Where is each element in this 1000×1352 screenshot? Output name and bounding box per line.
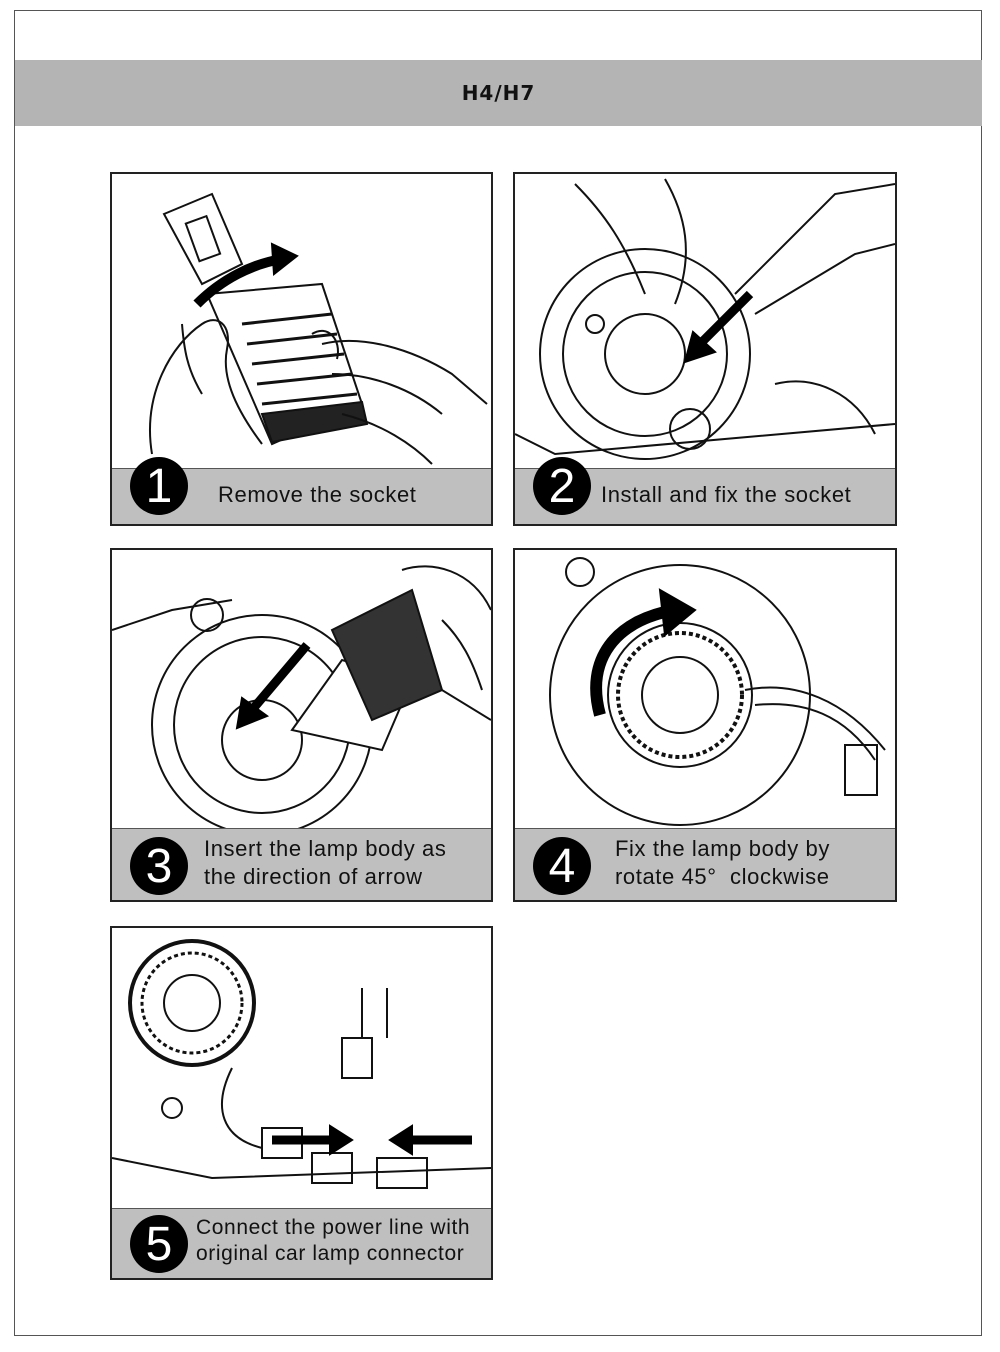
connect-power-illustration bbox=[112, 939, 491, 1189]
step-1-caption-bar: 1 Remove the socket bbox=[112, 457, 491, 524]
step-3-panel: 3 Insert the lamp body as the direction … bbox=[110, 548, 493, 902]
remove-socket-illustration bbox=[149, 192, 488, 465]
install-socket-illustration bbox=[515, 178, 895, 460]
step-3-number-badge: 3 bbox=[130, 837, 188, 895]
step-2-caption: Install and fix the socket bbox=[601, 482, 852, 507]
step-2-number-badge: 2 bbox=[533, 457, 591, 515]
insert-lamp-illustration bbox=[112, 565, 491, 832]
step-4-caption-bar: 4 Fix the lamp body by rotate 45° clockw… bbox=[515, 828, 895, 900]
step-1-number-badge: 1 bbox=[130, 457, 188, 515]
step-2-panel: 2 Install and fix the socket bbox=[513, 172, 897, 526]
step-2-caption-bar: 2 Install and fix the socket bbox=[515, 457, 895, 524]
step-5-caption: Connect the power line with original car… bbox=[196, 1216, 471, 1265]
step-3-caption: Insert the lamp body as the direction of… bbox=[204, 836, 447, 889]
step-5-caption-bar: 5 Connect the power line with original c… bbox=[112, 1208, 491, 1278]
step-1-panel: 1 Remove the socket bbox=[110, 172, 493, 526]
page-title: H4/H7 bbox=[461, 81, 536, 105]
step-4-panel: 4 Fix the lamp body by rotate 45° clockw… bbox=[513, 548, 897, 902]
step-5-panel: 5 Connect the power line with original c… bbox=[110, 926, 493, 1280]
step-3-caption-bar: 3 Insert the lamp body as the direction … bbox=[112, 828, 491, 900]
step-4-number-badge: 4 bbox=[533, 837, 591, 895]
step-4-caption: Fix the lamp body by rotate 45° clockwis… bbox=[615, 836, 830, 889]
step-5-number-badge: 5 bbox=[130, 1215, 188, 1273]
title-bar: H4/H7 bbox=[15, 60, 982, 126]
rotate-lamp-illustration bbox=[549, 557, 886, 826]
page-frame bbox=[14, 10, 982, 1336]
step-1-caption: Remove the socket bbox=[218, 482, 417, 507]
